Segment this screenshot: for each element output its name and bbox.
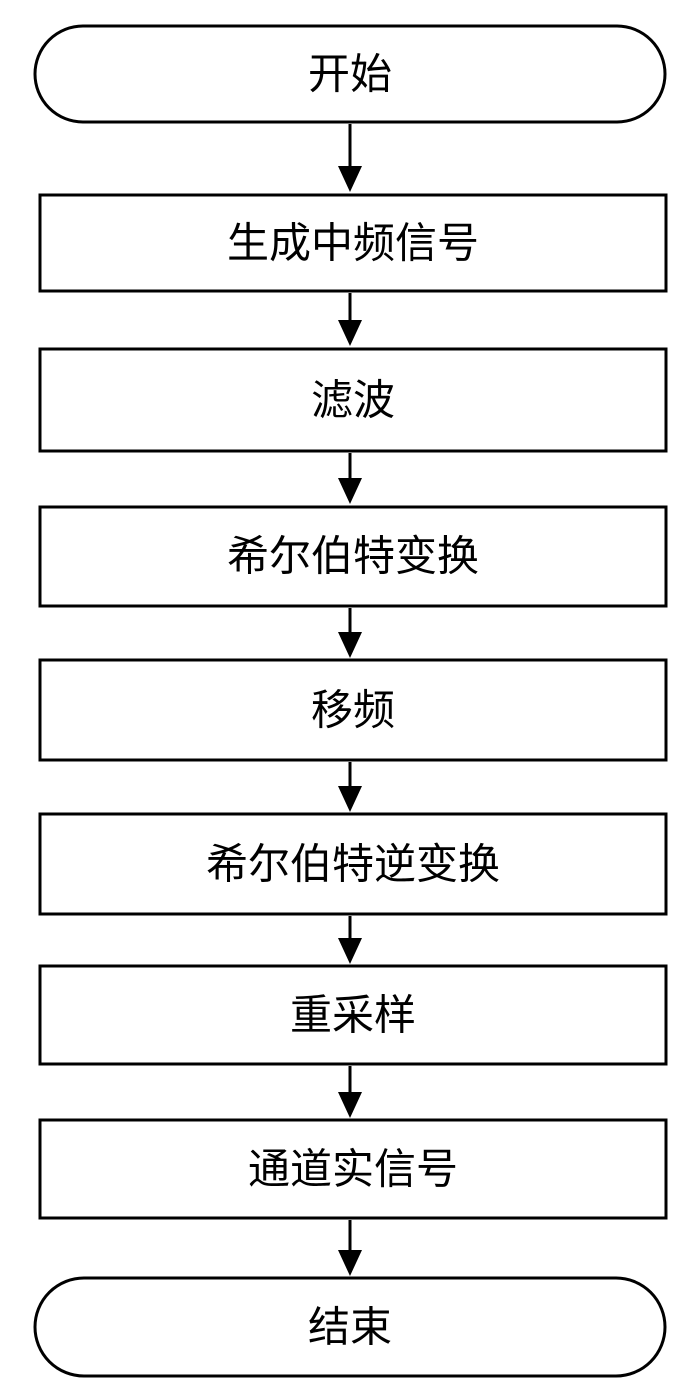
process-label: 移频 [311, 686, 395, 735]
process-label: 通道实信号 [248, 1145, 458, 1194]
end-label: 结束 [308, 1303, 392, 1352]
arrow-step-6-to-step-7 [338, 1066, 362, 1118]
process-step-hilbert-transform: 希尔伯特变换 [38, 505, 668, 608]
arrow-step-3-to-step-4 [338, 608, 362, 658]
process-label: 希尔伯特变换 [227, 532, 479, 581]
process-label: 重采样 [290, 991, 416, 1040]
start-terminal-shape [33, 24, 667, 124]
process-box [38, 812, 668, 916]
arrow-step-7-to-end [338, 1220, 362, 1276]
arrow-step-2-to-step-3 [338, 453, 362, 504]
process-box [38, 347, 668, 453]
process-box [38, 1118, 668, 1220]
process-box [38, 505, 668, 608]
arrow-step-1-to-step-2 [338, 293, 362, 346]
process-box [38, 658, 668, 762]
process-box [38, 193, 668, 293]
process-step-resampling: 重采样 [38, 964, 668, 1066]
arrow-step-5-to-step-6 [338, 916, 362, 964]
process-step-channel-real-signal: 通道实信号 [38, 1118, 668, 1220]
start-node: 开始 [33, 24, 667, 124]
arrow-start-to-step-1 [338, 124, 362, 192]
process-step-frequency-shift: 移频 [38, 658, 668, 762]
process-label: 生成中频信号 [227, 219, 479, 268]
process-step-filtering: 滤波 [38, 347, 668, 453]
arrow-step-4-to-step-5 [338, 762, 362, 812]
process-label: 希尔伯特逆变换 [206, 840, 500, 889]
process-box [38, 964, 668, 1066]
start-label: 开始 [308, 50, 392, 99]
process-label: 滤波 [311, 376, 395, 425]
process-step-generate-if-signal: 生成中频信号 [38, 193, 668, 293]
end-terminal-shape [33, 1276, 667, 1378]
process-step-inverse-hilbert-transform: 希尔伯特逆变换 [38, 812, 668, 916]
end-node: 结束 [33, 1276, 667, 1378]
